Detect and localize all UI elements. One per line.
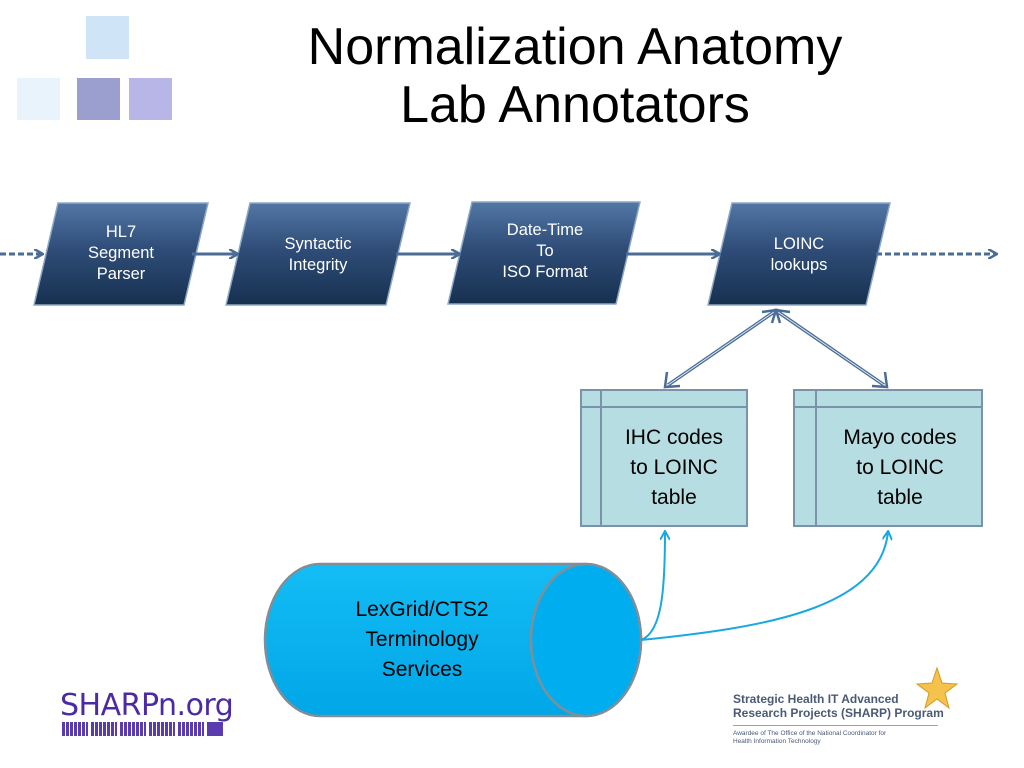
title-line-1: Normalization Anatomy (307, 18, 843, 76)
process-loinc-shape (707, 202, 891, 306)
arrow-store-to-ihc (640, 532, 665, 641)
table-mayo-shape (793, 389, 983, 527)
process-syntactic-label: Syntactic Integrity (284, 235, 352, 274)
process-hl7-shape (33, 202, 209, 306)
process-datetime-shape (447, 201, 641, 305)
table-mayo-label: Mayo codes to LOINC table (843, 426, 957, 509)
decor-square-middle (77, 78, 120, 120)
process-syntactic-shape (225, 202, 411, 306)
program-line-1: Strategic Health IT Advanced (733, 692, 899, 706)
title-line-2: Lab Annotators (400, 76, 750, 134)
program-line-2: Research Projects (SHARP) Program (733, 706, 944, 720)
program-line-4: Health Information Technology (733, 738, 821, 745)
decor-square-right (129, 78, 172, 120)
program-line-3: Awardee of The Office of the National Co… (733, 730, 887, 737)
process-loinc-label: LOINC lookups (770, 235, 828, 274)
slide-title: Normalization Anatomy Lab Annotators (215, 18, 935, 134)
table-ihc-shape (580, 389, 748, 527)
arrow-loinc-ihc (663, 308, 778, 389)
terminology-cylinder (263, 562, 643, 718)
sharpn-logo: SHARPn.org (60, 688, 234, 723)
table-ihc-label: IHC codes to LOINC table (624, 426, 724, 509)
decor-square-top (86, 16, 129, 59)
process-datetime-label: Date-Time To ISO Format (502, 221, 588, 281)
sharp-program-logo: Strategic Health IT Advanced Research Pr… (733, 692, 953, 746)
program-divider (733, 725, 938, 726)
arrow-loinc-mayo (774, 308, 889, 389)
decor-square-left (17, 78, 60, 120)
terminology-services-label: LexGrid/CTS2 Terminology Services (355, 598, 489, 681)
arrow-store-to-mayo (640, 532, 888, 641)
process-hl7-label: HL7 Segment Parser (87, 223, 155, 283)
star-logo-icon (915, 666, 959, 710)
sharpn-logo-bars (62, 722, 226, 741)
